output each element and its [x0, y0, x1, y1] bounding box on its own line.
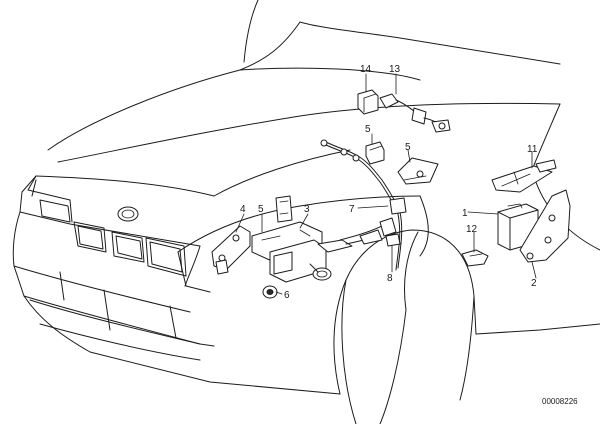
callout-14: 14 — [360, 64, 372, 75]
part-5-clip — [275, 195, 293, 223]
callout-8: 8 — [387, 273, 393, 284]
callout-11: 11 — [527, 144, 538, 155]
hood-emblem — [117, 206, 139, 222]
callout-2: 2 — [531, 278, 537, 289]
part-6-nut — [262, 285, 278, 299]
callout-4: 4 — [240, 204, 246, 215]
callout-numbers: 14 13 5 5 11 7 1 12 2 8 4 5 3 6 — [240, 64, 538, 301]
part-5-bracket-upper — [397, 157, 439, 185]
callout-1: 1 — [462, 208, 468, 219]
diagram-reference-number: 00008226 — [542, 397, 578, 406]
part-3-actuator — [251, 221, 383, 283]
front-grille — [39, 199, 187, 277]
callout-leaders — [235, 73, 537, 295]
part-14-connector — [357, 89, 379, 115]
callout-12: 12 — [466, 224, 478, 235]
part-2-mounting-plate — [519, 189, 571, 263]
part-7-cable — [320, 139, 407, 271]
part-13-sensor — [379, 93, 451, 133]
part-4-bracket — [211, 225, 251, 275]
callout-5b: 5 — [258, 204, 264, 215]
callout-13: 13 — [389, 64, 401, 75]
part-8-grommet — [385, 233, 401, 247]
callout-3: 3 — [304, 204, 310, 215]
callout-10: 5 — [365, 124, 371, 135]
callout-5a: 5 — [405, 142, 411, 153]
part-11-sensor — [491, 159, 557, 193]
part-10-connector — [365, 141, 385, 165]
callout-7: 7 — [349, 204, 355, 215]
callout-6: 6 — [284, 290, 290, 301]
car-body-outline — [12, 0, 600, 424]
